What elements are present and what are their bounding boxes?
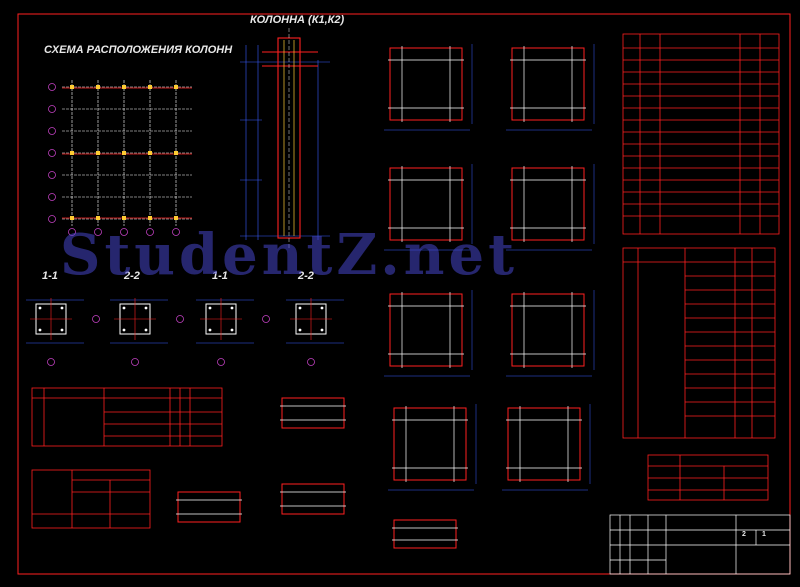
column-layout-plan xyxy=(48,80,192,236)
plan-title: СХЕМА РАСПОЛОЖЕНИЯ КОЛОНН xyxy=(44,44,233,56)
spec-table-middle xyxy=(622,247,776,439)
title-block xyxy=(609,514,791,575)
rebar-consumption-table xyxy=(31,469,151,529)
section-details xyxy=(26,298,344,366)
section-2-2b-label: 2-2 xyxy=(298,270,314,282)
section-1-1-label: 1-1 xyxy=(42,270,58,282)
column-title: КОЛОННА (К1,К2) xyxy=(250,14,345,26)
section-1-1b-label: 1-1 xyxy=(212,270,228,282)
spec-table-small xyxy=(647,454,769,501)
spec-table-left xyxy=(31,387,223,447)
column-elevation xyxy=(240,28,330,248)
section-2-2-label: 2-2 xyxy=(124,270,140,282)
reinforcement-cages xyxy=(176,44,595,549)
watermark: StudentZ.net xyxy=(60,222,518,288)
sheet-frame xyxy=(17,13,791,575)
sheet-number: 2 xyxy=(742,531,746,538)
sheet-count: 1 xyxy=(762,531,766,538)
spec-table-top xyxy=(622,33,780,235)
